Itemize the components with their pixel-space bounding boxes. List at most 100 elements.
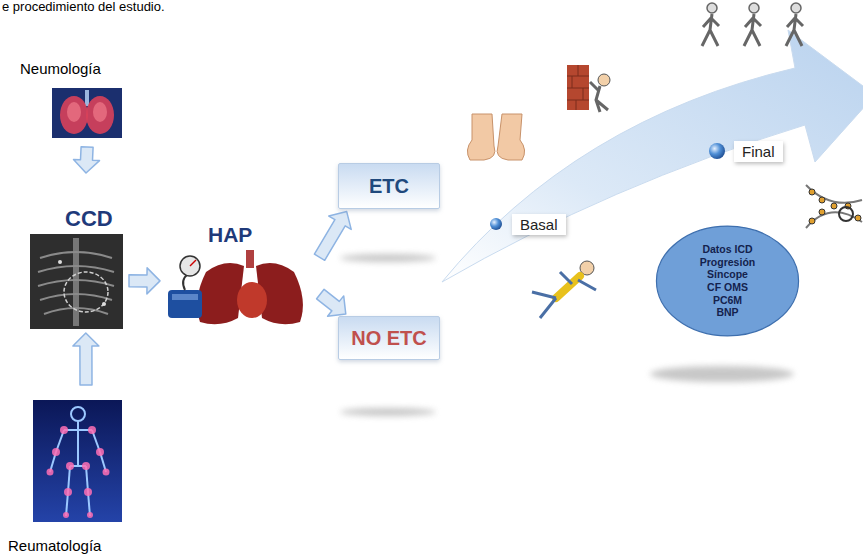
- skeleton-image: [63, 512, 69, 518]
- walking-people-image: [744, 14, 761, 46]
- outcome-item: Datos ICD: [702, 243, 752, 256]
- molecule-image: [809, 189, 815, 195]
- group-label: NO ETC: [351, 327, 427, 350]
- walking-people-image: [749, 3, 759, 13]
- hap-image: [183, 274, 188, 290]
- skeleton-image: [60, 426, 68, 434]
- walking-people-image: [791, 3, 801, 13]
- ccd-node: CCD: [28, 176, 126, 330]
- lung-image: [67, 102, 81, 122]
- fainting-man-image: [532, 272, 596, 318]
- outcome-item: Síncope: [707, 268, 748, 281]
- molecule-image: [809, 218, 815, 224]
- section-heading: CCD: [65, 206, 113, 231]
- feet-image: [467, 114, 494, 160]
- outcome-item: Progresión: [700, 256, 755, 269]
- lung-image: [85, 90, 89, 106]
- lung-image: [86, 96, 114, 134]
- outcome-oval: Datos ICDProgresiónSíncopeCF OMSPC6MBNP: [655, 225, 800, 337]
- xray-image: [30, 234, 123, 329]
- timepoint-label: Basal: [512, 214, 566, 235]
- shadow: [340, 254, 436, 262]
- skeleton-image: [33, 400, 122, 522]
- skeleton-image: [77, 421, 79, 466]
- skeleton-image: [103, 469, 110, 476]
- timepoint-label: Final: [734, 141, 783, 162]
- outcome-item: PC6M: [713, 294, 742, 307]
- hap-image: [180, 256, 200, 276]
- xray-image: [58, 260, 62, 264]
- tired-man-image: [567, 65, 589, 110]
- shadow: [650, 366, 794, 382]
- caption-fragment: e procedimiento del estudio.: [2, 0, 165, 15]
- block-arrow: [314, 212, 351, 261]
- skeleton-image: [87, 512, 93, 518]
- hap-image: [172, 294, 198, 300]
- skeleton-image: [66, 462, 74, 470]
- timeline-arrow: [442, 30, 863, 282]
- timeline-dot: [490, 218, 502, 230]
- fainting-man-image: [532, 261, 596, 318]
- hap-image: [197, 263, 244, 324]
- block-arrow: [74, 147, 100, 173]
- section-heading: HAP: [208, 223, 252, 247]
- section-heading: Neumología: [20, 60, 101, 77]
- molecule-image: [819, 197, 825, 203]
- block-arrow: [317, 289, 346, 316]
- skeleton-image: [64, 488, 72, 496]
- tired-man-image: [567, 65, 589, 110]
- hap-node: HAP: [163, 222, 318, 330]
- timeline-arrow: [442, 30, 863, 282]
- skeleton-image: [47, 426, 110, 518]
- xray-image: [38, 252, 114, 314]
- molecule-image: [806, 185, 862, 228]
- skeleton-image: [88, 426, 96, 434]
- walking-people-image: [786, 14, 803, 46]
- skeleton-image: [52, 448, 60, 456]
- skeleton-image: [47, 469, 54, 476]
- tired-man-image: [598, 74, 610, 86]
- skeleton-image: [84, 488, 92, 496]
- hap-image: [246, 250, 254, 268]
- molecule-image: [819, 209, 825, 215]
- skeleton-image: [33, 400, 122, 522]
- lung-node: Neumología: [15, 58, 127, 144]
- outcome-item: CF OMS: [707, 281, 748, 294]
- timeline-dot: [709, 143, 725, 159]
- walking-people-image: [702, 3, 803, 46]
- lung-image: [52, 88, 122, 138]
- skeleton-image: [50, 407, 106, 516]
- tired-man-image: [590, 82, 608, 112]
- hap-image: [168, 290, 202, 318]
- skeleton-image: [96, 448, 104, 456]
- feet-image: [467, 114, 524, 160]
- group-box: ETC: [338, 163, 440, 209]
- molecule-image: [806, 185, 862, 228]
- oval-shape: [656, 226, 798, 336]
- feet-image: [497, 114, 524, 160]
- hap-image: [237, 282, 267, 318]
- rheumatology-node: Reumatología: [6, 388, 130, 554]
- skeleton-image: [64, 429, 92, 431]
- hap-image: [190, 260, 196, 266]
- lung-image: [60, 96, 88, 134]
- skeleton-image: [71, 407, 85, 421]
- lung-image: [52, 88, 122, 138]
- hap-image: [168, 250, 303, 324]
- group-label: ETC: [369, 175, 409, 198]
- group-box: NO ETC: [338, 316, 440, 360]
- skeleton-image: [82, 462, 90, 470]
- xray-image: [102, 302, 106, 306]
- walking-people-image: [702, 14, 719, 46]
- section-heading: Reumatología: [8, 537, 101, 554]
- shadow: [340, 408, 436, 416]
- xray-image: [30, 234, 123, 329]
- molecule-image: [831, 203, 837, 209]
- block-arrow: [73, 333, 99, 385]
- block-arrow: [129, 268, 160, 294]
- tired-man-image: [567, 65, 610, 112]
- lung-image: [93, 102, 107, 122]
- walking-people-image: [707, 3, 717, 13]
- outcome-item: BNP: [716, 306, 738, 319]
